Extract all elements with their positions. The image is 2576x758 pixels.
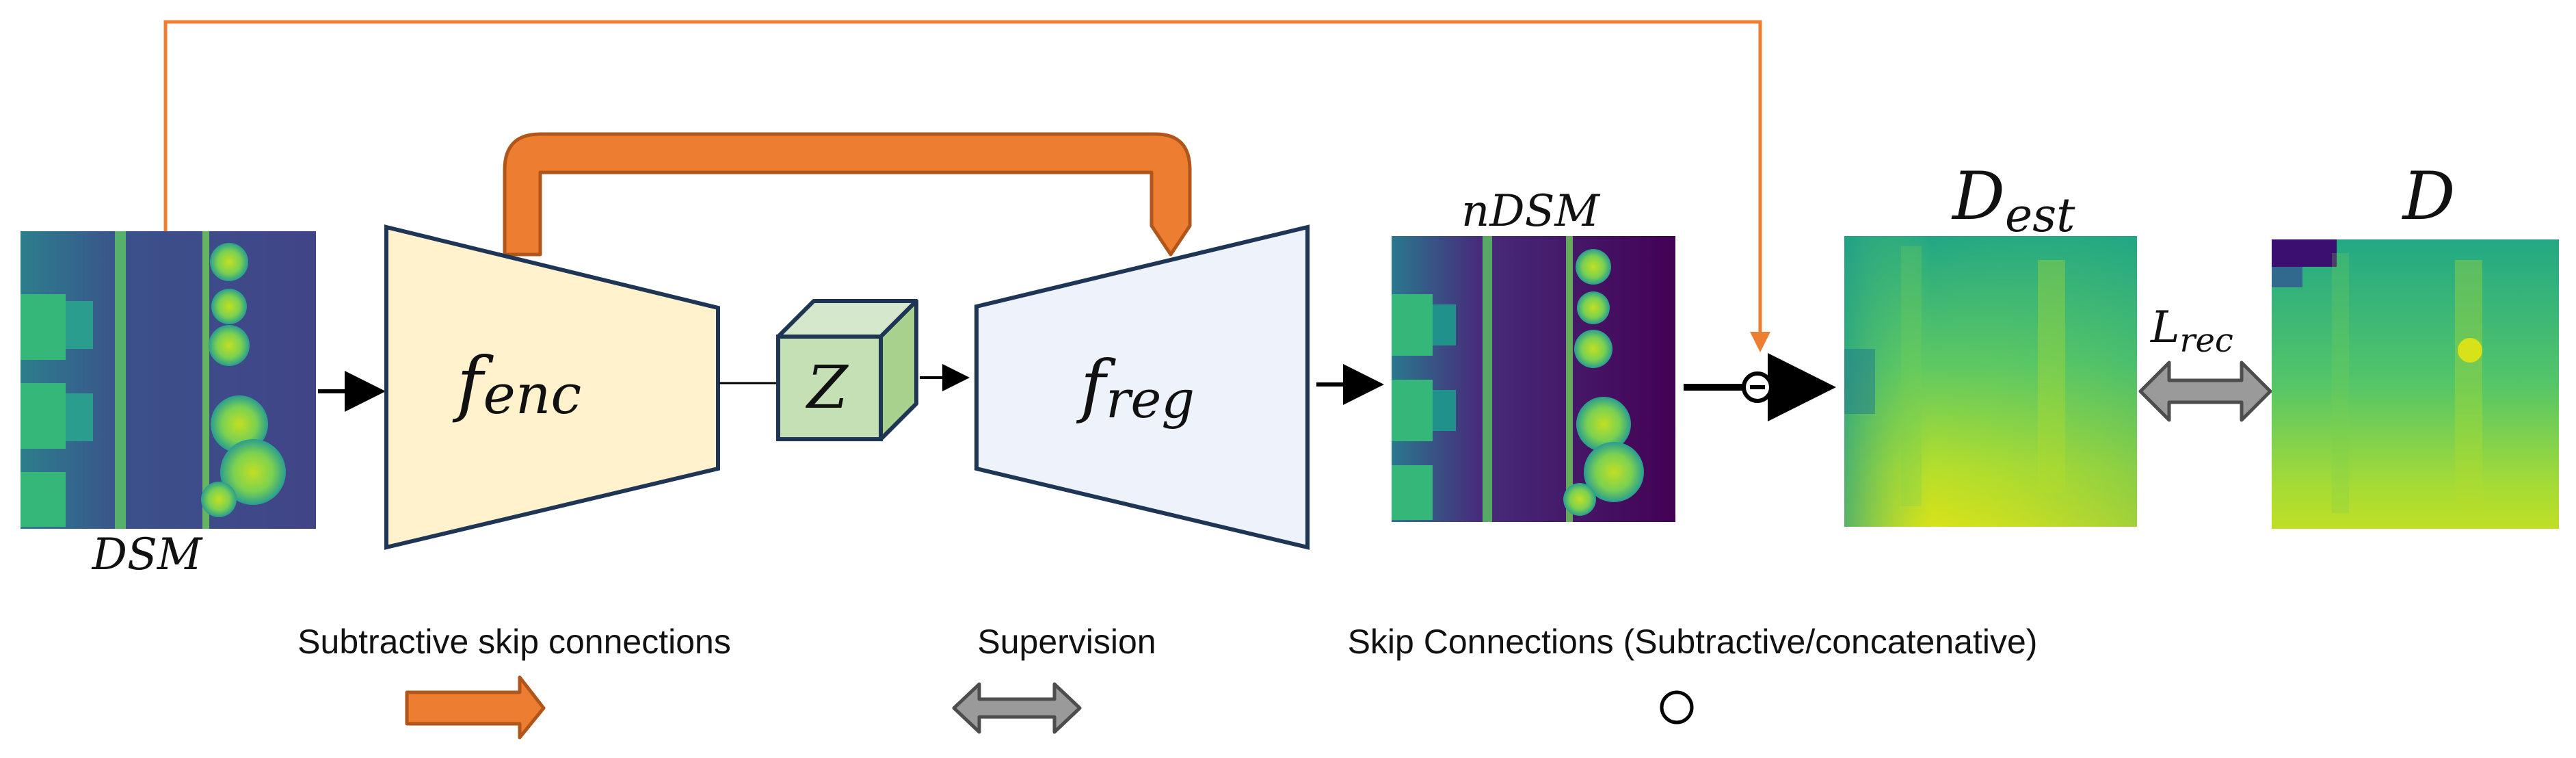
ndsm-image — [1392, 236, 1675, 522]
legend-skip-connections-label: Skip Connections (Subtractive/concatenat… — [1348, 623, 2038, 661]
estimate-label: Dest — [1951, 158, 2075, 243]
estimate-image — [1844, 236, 2137, 527]
top-skip-connection — [163, 20, 1770, 352]
legend-circle-operator — [1660, 690, 1694, 724]
subtract-operator — [1742, 371, 1773, 403]
loss-label: Lrec — [2150, 302, 2233, 360]
decoder-block — [974, 224, 1310, 550]
ground-truth-label: D — [2402, 158, 2456, 235]
encoder-decoder-skip-connection — [503, 132, 1192, 257]
legend-subtractive-skip-label: Subtractive skip connections — [297, 623, 731, 661]
dsm-image — [21, 231, 316, 529]
legend-supervision-label: Supervision — [977, 623, 1156, 661]
supervision-arrow — [2138, 361, 2272, 422]
legend-gray-arrow — [952, 682, 1082, 734]
latent-cube — [776, 299, 918, 441]
ground-truth-image — [2272, 239, 2559, 529]
ndsm-label: nDSM — [1461, 186, 1600, 237]
latent-label: Z — [805, 354, 849, 422]
encoder-block — [384, 224, 720, 550]
dsm-label: DSM — [92, 530, 203, 580]
legend-orange-arrow — [405, 675, 546, 740]
